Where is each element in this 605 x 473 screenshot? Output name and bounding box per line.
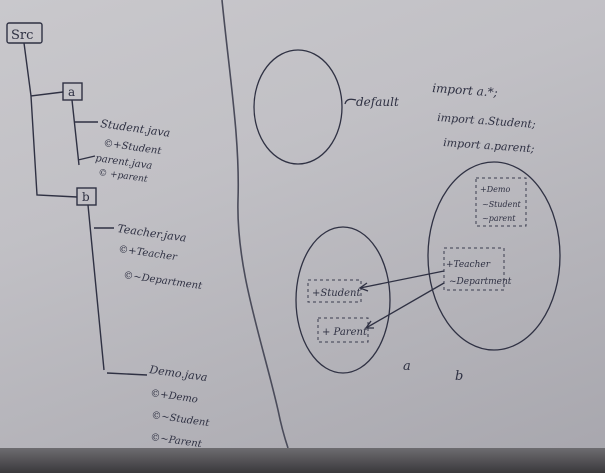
- a-parent-item: + Parent: [322, 327, 368, 338]
- b-classes-box: [443, 247, 505, 291]
- demo-member-student: ©~Student: [151, 410, 211, 429]
- package-b-circle-label: b: [455, 369, 463, 384]
- b-parent-item: ~parent: [482, 214, 516, 223]
- tree-trunk: [23, 42, 78, 198]
- default-arrow: [344, 98, 357, 105]
- arrow-department-to-parent: [365, 282, 445, 329]
- package-a-circle-label: a: [403, 359, 411, 374]
- demo-java-label: Demo.java: [148, 363, 209, 384]
- arrow-head-student: [358, 282, 369, 292]
- arrow-teacher-to-student: [359, 270, 445, 289]
- import-line-1: import a.*;: [432, 81, 498, 100]
- b-demo-box: [475, 177, 527, 227]
- department-class-label: ©~Department: [123, 270, 204, 292]
- b-student-item: ~Student: [482, 200, 522, 209]
- b-branch: [87, 204, 148, 376]
- teacher-java-label: Teacher.java: [117, 222, 188, 245]
- a-branch: [71, 99, 98, 166]
- package-a-label: a: [68, 85, 75, 99]
- package-b-box: [76, 187, 97, 206]
- divider-line: [221, 0, 289, 449]
- b-department-item: ~Department: [449, 277, 512, 287]
- parent-class-label: © +parent: [98, 168, 149, 185]
- import-line-2: import a.Student;: [437, 111, 537, 131]
- package-b-circle: [427, 161, 561, 351]
- board-frame-bottom: [0, 448, 605, 473]
- demo-member-demo: ©+Demo: [150, 388, 199, 406]
- teacher-class-label: ©+Teacher: [118, 244, 179, 263]
- a-student-item: +Student: [312, 288, 361, 299]
- b-teacher-item: +Teacher: [446, 260, 491, 270]
- student-java-label: Student.java: [100, 117, 171, 140]
- src-label: Src: [11, 28, 33, 43]
- import-line-3: import a.parent;: [443, 136, 535, 155]
- a-student-box: [307, 279, 362, 303]
- b-demo-item: +Demo: [480, 185, 510, 194]
- package-b-label: b: [82, 190, 90, 204]
- arrow-head-parent: [364, 320, 374, 329]
- default-package-circle: [253, 49, 343, 165]
- a-parent-box: [317, 317, 369, 343]
- default-label: default: [356, 95, 399, 109]
- package-a-circle: [295, 226, 391, 374]
